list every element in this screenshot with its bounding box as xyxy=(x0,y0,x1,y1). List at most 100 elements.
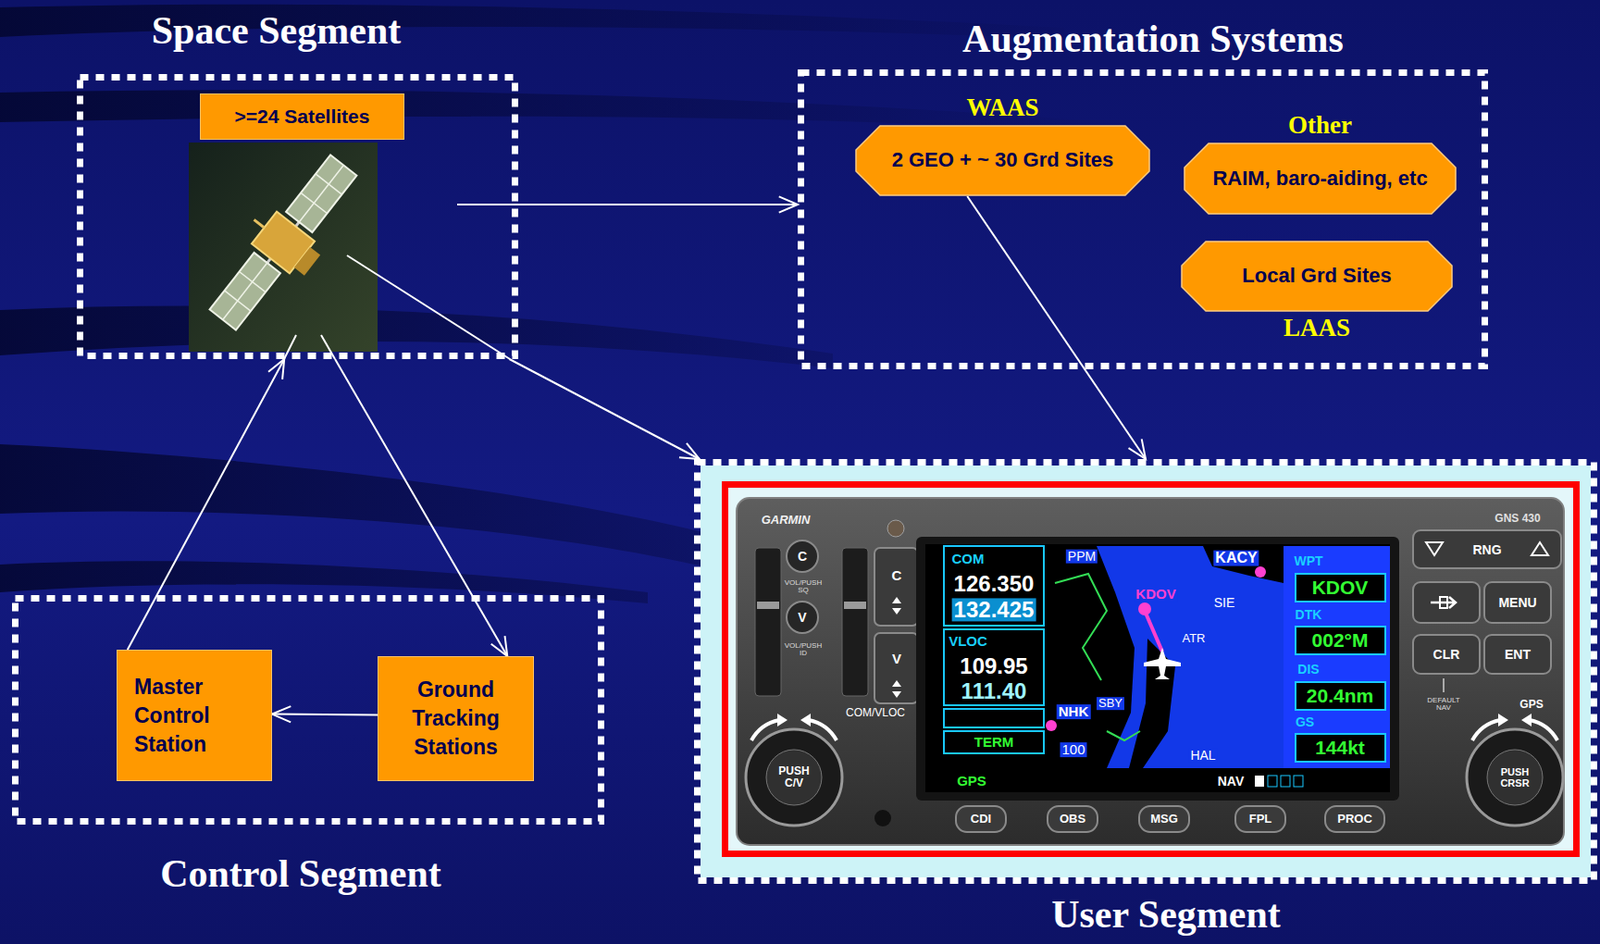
connector-arrow xyxy=(967,196,1146,459)
label-anchor: 002°M xyxy=(1312,630,1369,651)
device-label: ENT xyxy=(1504,647,1531,662)
label-anchor: COM/VLOC xyxy=(845,706,906,720)
satellite-link-lines-part xyxy=(321,334,335,360)
label-anchor: V xyxy=(797,610,807,625)
connector-line xyxy=(272,713,378,717)
orange-octagon xyxy=(1184,143,1456,214)
label-anchor: ATR xyxy=(1179,632,1207,645)
gps-receiver-picture-part xyxy=(1045,545,1135,769)
label-box: >=24 Satellites xyxy=(199,93,405,140)
connector-arrow xyxy=(272,706,378,722)
device-label: MENU xyxy=(1498,595,1537,610)
segment-title: Space Segment xyxy=(151,9,401,52)
device-label: 109.95 xyxy=(959,654,1028,678)
background-swooshes-part xyxy=(0,444,704,567)
red-frame xyxy=(725,484,1577,855)
arrow-head xyxy=(491,635,509,657)
gps-receiver-picture-part xyxy=(1254,566,1266,578)
label-anchor: GARMIN xyxy=(761,513,811,527)
device-label: DTK xyxy=(1295,607,1323,622)
device-label: KACY xyxy=(1213,550,1259,567)
device-label: COM xyxy=(952,551,985,567)
label-anchor: PPM xyxy=(1066,549,1098,564)
box-label: >=24 Satellites xyxy=(235,104,371,128)
orange-octagon xyxy=(1181,241,1452,311)
satellite-picture-part-part xyxy=(300,192,327,213)
label-anchor: GNS 430 xyxy=(1494,512,1540,525)
label-anchor: GPS xyxy=(956,773,987,789)
gps-receiver-picture-part xyxy=(1139,806,1190,832)
connector-arrow xyxy=(508,359,699,459)
gps-receiver-picture-part xyxy=(1498,713,1509,727)
device-label: COM/VLOC xyxy=(845,706,906,720)
dashed-border xyxy=(15,598,602,822)
label-anchor: 144kt xyxy=(1314,737,1365,758)
system-octagon: Local Grd SitesLAAS xyxy=(1180,240,1453,312)
segment-box: Control SegmentMaster Control StationGro… xyxy=(12,595,605,825)
label-anchor: KACY xyxy=(1213,550,1259,567)
arrow-head xyxy=(1128,438,1146,459)
gps-receiver-picture-part xyxy=(1430,596,1456,608)
label-anchor: PUSH CRSR xyxy=(1494,767,1536,789)
gps-receiver-picture-part xyxy=(1466,729,1563,826)
label-anchor: DTK xyxy=(1295,607,1323,622)
device-label: GPS xyxy=(1519,698,1543,711)
satellite-link-lines xyxy=(284,204,519,360)
satellite-picture xyxy=(188,142,378,352)
satellite-picture-part-part xyxy=(223,164,345,320)
label-anchor: GS xyxy=(1295,715,1315,730)
connector-line xyxy=(518,203,798,206)
label-anchor: HAL xyxy=(1188,748,1217,763)
satellite-picture-part-part xyxy=(315,173,342,195)
station-box: Ground Tracking Stations xyxy=(377,656,534,782)
device-label: 144kt xyxy=(1314,737,1365,758)
satellite-picture-part-part xyxy=(251,211,315,274)
device-label: MSG xyxy=(1150,812,1179,826)
label-anchor: OBS xyxy=(1059,812,1086,826)
gps-receiver-picture-part xyxy=(755,547,782,696)
device-label: KDOV xyxy=(1312,577,1369,598)
gps-receiver-picture-part xyxy=(1521,713,1532,727)
device-label: PUSH C/V xyxy=(775,765,813,789)
label-anchor: NHK xyxy=(1056,704,1092,720)
gps-receiver-picture-part xyxy=(925,544,1390,793)
device-label: TERM xyxy=(974,734,1015,750)
label-anchor: CLR xyxy=(1433,647,1461,662)
gps-receiver-picture-part xyxy=(1487,749,1543,806)
gps-receiver-picture-part xyxy=(800,713,811,727)
user-outline xyxy=(694,458,1598,884)
segment-box: User Segment xyxy=(694,458,1598,884)
gps-receiver-picture-part xyxy=(1045,719,1057,732)
device-label: DEFAULT NAV xyxy=(1422,696,1465,713)
label-anchor: CDI xyxy=(970,812,992,826)
segment-title: Augmentation Systems xyxy=(962,17,1344,61)
gps-receiver-picture-part xyxy=(874,632,918,704)
station-label: Master Control Station xyxy=(134,672,255,759)
device-label: PROC xyxy=(1337,812,1373,826)
gps-receiver-picture-part xyxy=(1203,545,1284,583)
gps-receiver-picture-part xyxy=(1442,678,1445,693)
gps-receiver-picture-part xyxy=(1325,806,1385,832)
connector-line xyxy=(334,359,508,657)
satellite-picture-part-part xyxy=(210,252,281,331)
gps-receiver-picture-part xyxy=(1047,806,1098,832)
device-label: 002°M xyxy=(1312,630,1369,651)
gps-receiver-picture-part xyxy=(1484,582,1551,623)
label-anchor: SIE xyxy=(1212,595,1238,610)
system-name: LAAS xyxy=(1283,314,1351,343)
device-label: GNS 430 xyxy=(1494,512,1540,525)
group-outline xyxy=(797,69,1489,370)
satellite-link-lines-part xyxy=(284,334,297,360)
device-label: 111.40 xyxy=(961,679,1028,703)
gps-receiver-picture-part xyxy=(751,719,780,741)
satellite-picture-part-part xyxy=(239,271,266,292)
segment-box: Space Segment>=24 Satellites xyxy=(76,74,519,360)
gps-receiver-picture-part xyxy=(1472,719,1501,741)
device-label: SBY xyxy=(1096,696,1125,710)
device-label: GPS xyxy=(956,773,987,789)
dashed-border xyxy=(697,462,1595,881)
station-label: Ground Tracking Stations xyxy=(396,675,517,762)
label-anchor: MENU xyxy=(1498,595,1537,610)
segment-box: Augmentation SystemsWAAS2 GEO + ~ 30 Grd… xyxy=(797,69,1489,370)
